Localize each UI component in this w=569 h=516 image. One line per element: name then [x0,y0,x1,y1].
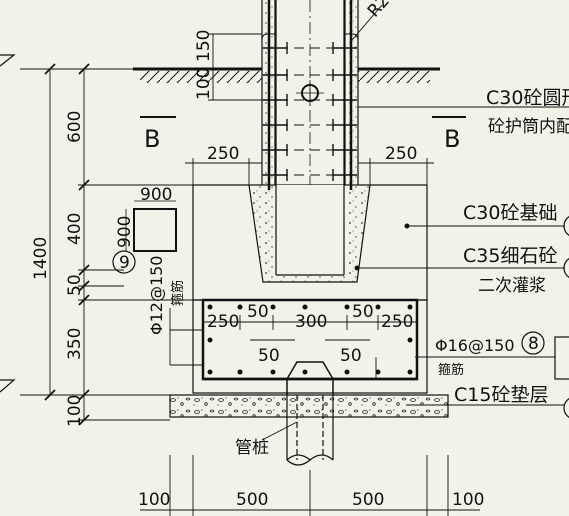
bottom-dim-500-left: 500 [236,490,268,510]
label-stirrup-left: 箍筋 [170,280,186,306]
label-pile: 管桩 [235,438,269,458]
cage-dimension-lines [203,315,417,341]
foundation-block [192,184,428,301]
callout-number-9: 9 [119,253,130,273]
callout-circle-9 [112,250,136,274]
dim-150: 150 [194,30,214,62]
label-c30-round: C30砼圆形 [486,87,569,109]
label-rebar-left: Φ12@150 [147,256,166,336]
dim-r20: R20 [364,0,401,21]
label-c35-fine: C35细石砼 [463,245,557,267]
dim-900-height: 900 [115,216,135,248]
cage-dim-50-c: 50 [258,346,280,366]
dim-900-width: 900 [140,185,172,205]
bottom-dim-500-right: 500 [352,490,384,510]
bottom-dim-100-left: 100 [138,490,170,510]
cage-dim-50-d: 50 [340,346,362,366]
cage-dim-50-a: 50 [247,302,269,322]
callout-leaders [169,4,569,441]
cage-dim-300: 300 [295,312,327,332]
callout-circle-8 [521,331,545,355]
dim-100-top: 100 [194,68,214,100]
bottom-dimension-lines [140,455,480,516]
dim-400: 400 [65,213,85,245]
dim-350: 350 [65,328,85,360]
label-pile-casing: 砼护筒内配 [488,117,569,137]
callout-number-8: 8 [528,334,539,354]
dim-250-right: 250 [385,144,417,164]
dim-1400: 1400 [31,237,51,280]
dim-100-bottom: 100 [65,395,85,427]
label-c15-cushion: C15砼垫层 [454,384,548,406]
bottom-dim-100-right: 100 [452,490,484,510]
column-section-box [125,200,177,252]
column-rebar-ticks [263,42,357,181]
ground-line-right [358,67,440,83]
dim-50-left: 50 [65,274,85,296]
cage-dim-250-right: 250 [381,312,413,332]
dim-250-left: 250 [207,144,239,164]
label-stirrup-right: 箍筋 [438,362,464,378]
section-label-left: B [144,125,160,153]
cage-dim-50-b: 50 [352,302,374,322]
label-c30-base: C30砼基础 [463,202,557,224]
left-dimension-lines [20,33,262,426]
base-top-dimension-lines [185,158,434,185]
c15-cushion-layer [169,394,449,418]
label-secondary-grout: 二次灌浆 [478,276,546,296]
pile-cap-rebar-cage [192,298,428,395]
section-label-right: B [444,125,460,153]
cage-dim-250-left: 250 [207,312,239,332]
label-rebar-right: Φ16@150 [435,336,515,355]
dim-600: 600 [65,111,85,143]
